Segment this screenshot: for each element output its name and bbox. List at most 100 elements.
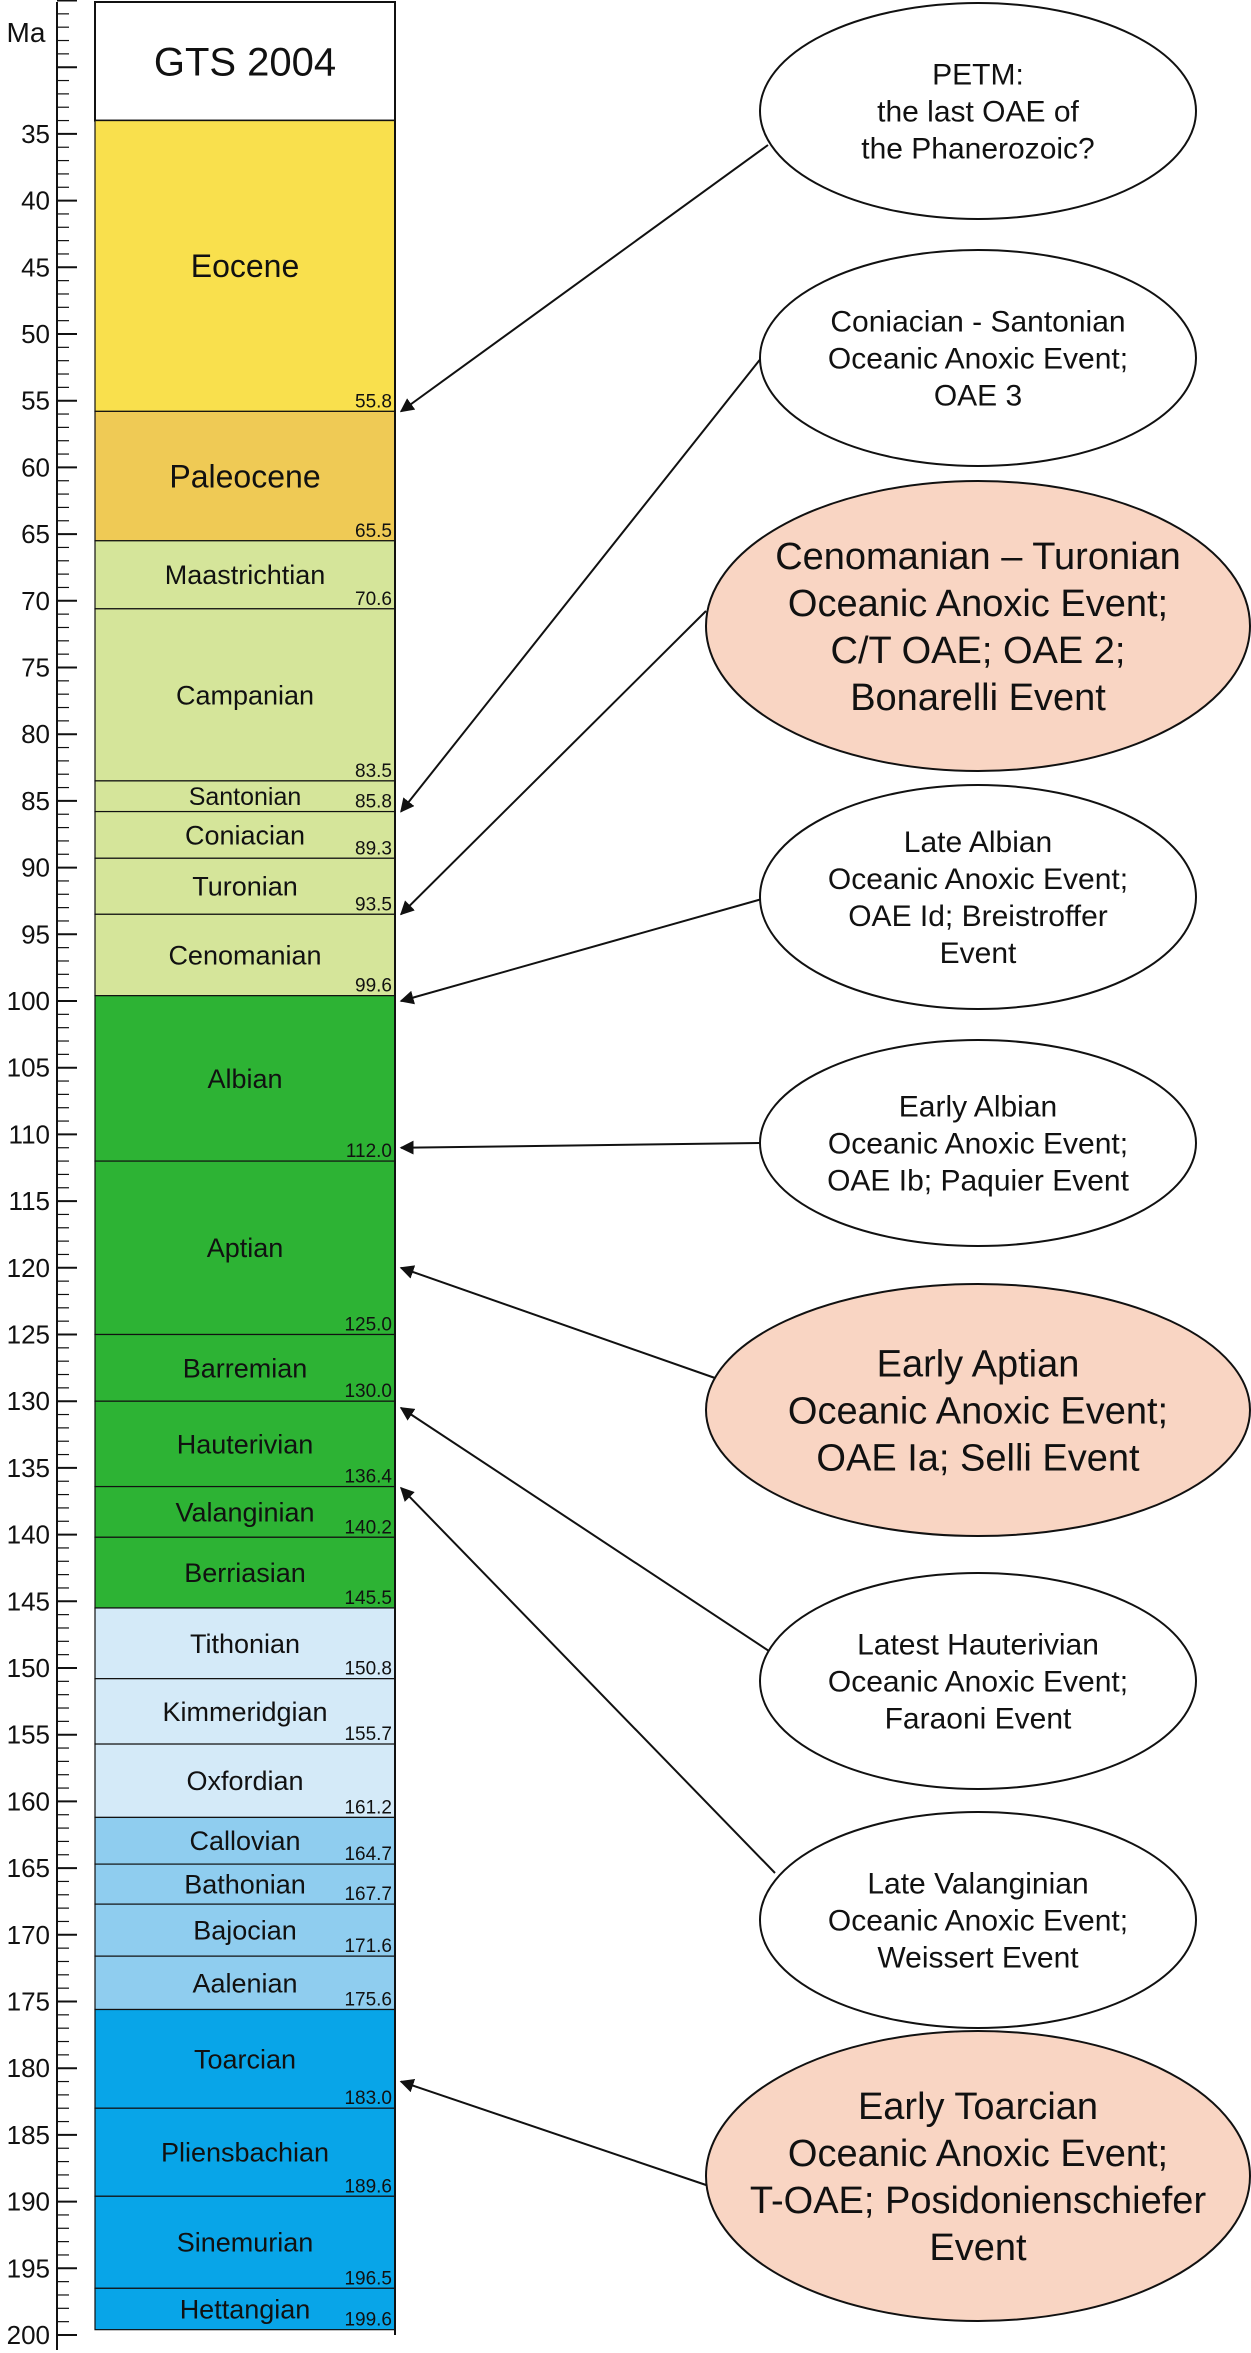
age-axis: Ma 3540455055606570758085909510010511011… xyxy=(7,0,77,2350)
unit-base-age: 175.6 xyxy=(344,1990,392,2011)
unit-cell xyxy=(94,1400,396,1488)
unit-name: Campanian xyxy=(176,680,314,710)
axis-tick-label: 110 xyxy=(9,1119,50,1149)
event-text-line: Cenomanian – Turonian xyxy=(775,536,1181,578)
axis-tick-label: 170 xyxy=(7,1920,50,1950)
unit-base-age: 199.6 xyxy=(344,2310,392,2331)
unit-name: Aalenian xyxy=(192,1968,297,1998)
unit-base-age: 125.0 xyxy=(344,1315,392,1336)
axis-tick-label: 180 xyxy=(7,2053,50,2083)
axis-tick-label: 135 xyxy=(7,1453,50,1483)
unit-name: Berriasian xyxy=(184,1558,306,1588)
event-text-line: Bonarelli Event xyxy=(850,677,1106,719)
axis-tick-label: 105 xyxy=(7,1053,50,1083)
event-text-line: Coniacian - Santonian xyxy=(830,306,1125,339)
axis-tick-label: 140 xyxy=(7,1520,50,1550)
event-text-line: Oceanic Anoxic Event; xyxy=(788,583,1168,625)
unit-name: Hettangian xyxy=(180,2294,311,2324)
timescale-column: GTS 2004 Eocene55.8Paleocene65.5Maastric… xyxy=(94,1,396,2335)
event-text-line: PETM: xyxy=(932,59,1024,92)
unit-name: Kimmeridgian xyxy=(162,1697,327,1727)
axis-tick-label: 120 xyxy=(7,1253,50,1283)
unit-base-age: 70.6 xyxy=(355,589,392,610)
column-title: GTS 2004 xyxy=(154,40,336,84)
unit-name: Oxfordian xyxy=(186,1766,303,1796)
unit-cell xyxy=(94,1816,396,1865)
unit-cell xyxy=(94,540,396,610)
axis-tick-label: 60 xyxy=(21,452,50,482)
unit-maastrichtian: Maastrichtian 70.6 xyxy=(94,540,396,610)
axis-tick-label: 145 xyxy=(7,1586,50,1616)
unit-cell xyxy=(94,995,396,1162)
unit-name: Barremian xyxy=(183,1353,308,1383)
unit-cell xyxy=(94,1536,396,1609)
unit-base-age: 130.0 xyxy=(344,1381,392,1402)
unit-base-age: 189.6 xyxy=(344,2176,392,2197)
unit-barremian: Barremian 130.0 xyxy=(94,1333,396,1402)
unit-name: Paleocene xyxy=(169,458,320,494)
unit-base-age: 140.2 xyxy=(344,1517,392,1538)
event-text-line: Oceanic Anoxic Event; xyxy=(828,1128,1128,1161)
unit-cell xyxy=(94,119,396,412)
unit-name: Sinemurian xyxy=(177,2228,314,2258)
event-text-line: Oceanic Anoxic Event; xyxy=(828,343,1128,376)
unit-base-age: 136.4 xyxy=(344,1467,392,1488)
axis-tick-label: 35 xyxy=(21,119,50,149)
event-text-line: Event xyxy=(940,937,1017,970)
event-text-line: the Phanerozoic? xyxy=(861,133,1095,166)
unit-berriasian: Berriasian 145.5 xyxy=(94,1536,396,1609)
event-text-line: OAE Ib; Paquier Event xyxy=(827,1165,1129,1198)
unit-base-age: 93.5 xyxy=(355,894,392,915)
axis-tick-label: 185 xyxy=(7,2120,50,2150)
unit-base-age: 55.8 xyxy=(355,391,392,412)
axis-tick-label: 95 xyxy=(21,919,50,949)
unit-name: Bajocian xyxy=(193,1916,297,1946)
unit-cell xyxy=(94,810,396,859)
oae-events: PETM: the last OAE of the Phanerozoic? Coni… xyxy=(705,2,1251,2322)
event-ellipse xyxy=(759,784,1197,1010)
event-arrow xyxy=(399,1265,716,1379)
axis-tick-label: 85 xyxy=(21,786,50,816)
unit-base-age: 99.6 xyxy=(355,976,392,997)
event-text-line: T-OAE; Posidonienschiefer xyxy=(750,2180,1207,2222)
event-ellipse xyxy=(705,480,1251,772)
event-ellipse xyxy=(759,1039,1197,1247)
event-arrows xyxy=(399,144,776,2187)
unit-cell xyxy=(94,1485,396,1538)
axis-tick-label: 150 xyxy=(7,1653,50,1683)
axis-tick-label: 40 xyxy=(21,186,50,216)
event-text-line: Early Albian xyxy=(899,1091,1057,1124)
unit-name: Coniacian xyxy=(185,820,305,850)
event-arrow xyxy=(399,1407,773,1654)
event-ellipse xyxy=(759,2,1197,220)
unit-name: Maastrichtian xyxy=(165,560,326,590)
event-text-line: Early Aptian xyxy=(877,1343,1080,1385)
event-bubble: PETM: the last OAE of the Phanerozoic? xyxy=(759,2,1197,220)
unit-name: Callovian xyxy=(189,1826,300,1856)
unit-base-age: 145.5 xyxy=(344,1588,392,1609)
unit-cell xyxy=(94,857,396,915)
axis-tick-label: 55 xyxy=(21,386,50,416)
event-text-line: Latest Hauterivian xyxy=(857,1629,1099,1662)
event-text-line: Event xyxy=(929,2227,1027,2269)
axis-tick-label: 70 xyxy=(21,586,50,616)
unit-base-age: 83.5 xyxy=(355,761,392,782)
event-arrow xyxy=(399,2078,710,2187)
event-text-line: OAE Id; Breistroffer xyxy=(848,900,1108,933)
event-text-line: the last OAE of xyxy=(877,96,1079,129)
